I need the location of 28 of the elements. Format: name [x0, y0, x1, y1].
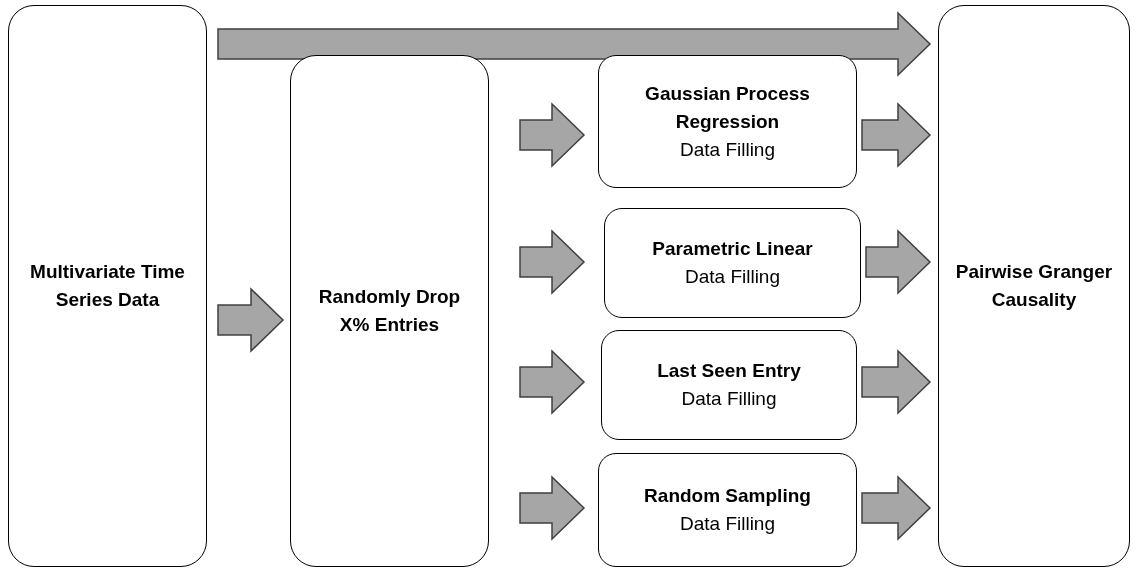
box-heading: Multivariate Time Series Data: [29, 260, 186, 312]
box-subtitle: Data Filling: [679, 137, 775, 162]
box-heading: Pairwise Granger Causality: [954, 260, 1114, 312]
process-box: [604, 208, 861, 318]
block-arrow: [519, 102, 586, 168]
box-heading: Random Sampling: [644, 484, 811, 508]
block-arrow: [519, 229, 586, 295]
process-box: [938, 5, 1130, 567]
box-subtitle: Data Filling: [679, 512, 775, 536]
block-arrow: [861, 475, 932, 541]
box-heading: Last Seen Entry: [657, 359, 801, 383]
process-box: [290, 55, 489, 567]
process-box: [598, 453, 857, 567]
box-heading: Gaussian Process Regression: [644, 81, 811, 134]
block-arrow: [519, 349, 586, 415]
block-arrow: [865, 229, 932, 295]
block-arrow: [861, 349, 932, 415]
block-arrow: [217, 11, 932, 77]
box-heading: Randomly Drop X% Entries: [317, 285, 462, 337]
box-heading: Parametric Linear: [652, 237, 813, 261]
block-arrow: [217, 287, 285, 353]
block-arrow: [519, 475, 586, 541]
box-subtitle: Data Filling: [684, 265, 780, 289]
process-box: [8, 5, 207, 567]
box-subtitle: Data Filling: [681, 387, 777, 411]
process-box: [601, 330, 857, 440]
process-box: [598, 55, 857, 188]
block-arrow: [861, 102, 932, 168]
